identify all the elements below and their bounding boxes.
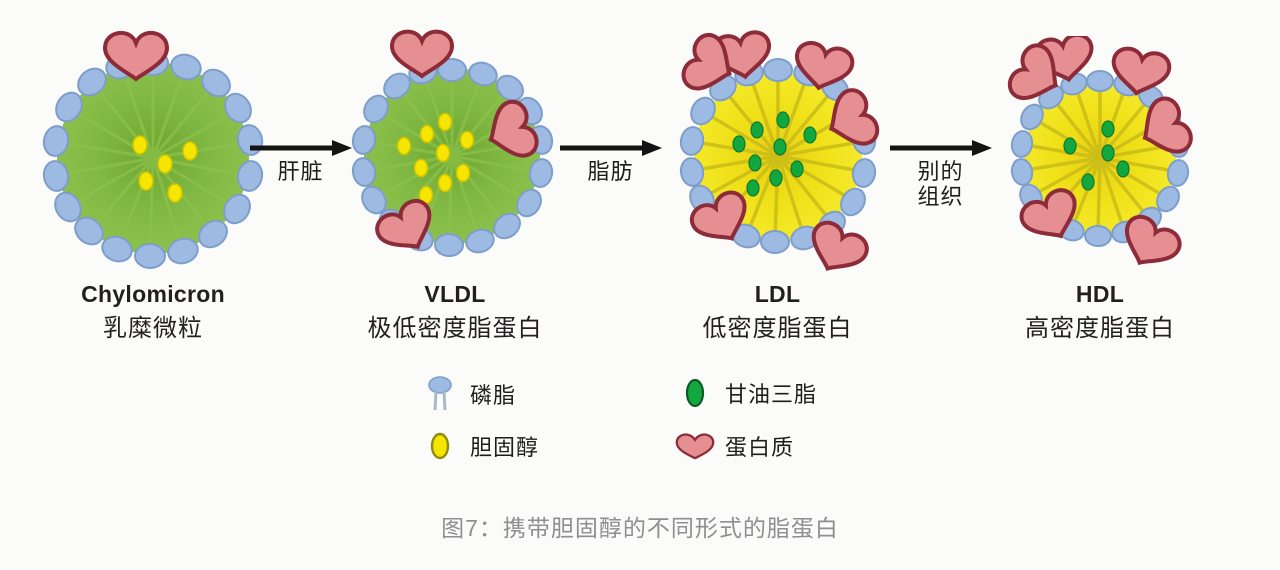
legend-label-phospholipid: 磷脂	[470, 383, 517, 408]
hdl-illustration	[975, 36, 1225, 278]
apolipoprotein-set	[681, 30, 880, 272]
arrow-liver: 肝脏	[248, 138, 353, 185]
legend-label-triglyceride: 甘油三脂	[725, 382, 818, 407]
protein-icon	[811, 220, 869, 272]
protein-icon	[828, 88, 880, 146]
cholesterol-cargo	[132, 135, 198, 203]
particle-vldl: VLDL 极低密度脂蛋白	[330, 28, 580, 344]
legend-label-protein: 蛋白质	[725, 435, 795, 460]
protein-icon	[795, 40, 855, 91]
vldl-svg	[351, 29, 554, 258]
phospholipid-heads	[351, 58, 554, 258]
legend-item-triglyceride: 甘油三脂	[675, 376, 817, 410]
ldl-name-zh: 低密度脂蛋白	[702, 315, 853, 343]
arrow-other-tissue-icon	[890, 140, 992, 156]
protein-icon	[389, 29, 455, 79]
hdl-name-zh: 高密度脂蛋白	[1025, 315, 1175, 343]
legend-item-cholesterol: 胆固醇	[420, 430, 539, 462]
protein-icon	[1019, 188, 1077, 239]
ldl-name-en: LDL	[754, 281, 801, 307]
phospholipid-icon	[420, 376, 460, 412]
arrow-fat-label: 脂肪	[587, 159, 634, 184]
protein-icon	[1142, 96, 1193, 154]
ldl-svg	[679, 30, 880, 272]
chylomicron-name-en: Chylomicron	[81, 281, 225, 307]
chylomicron-name-zh: 乳糜微粒	[103, 315, 203, 343]
protein-icon	[1111, 46, 1172, 96]
chylomicron-illustration	[18, 18, 288, 278]
apolipoprotein-set	[1007, 36, 1193, 266]
figure-caption: 图7：携带胆固醇的不同形式的脂蛋白	[441, 515, 839, 541]
particle-ldl: LDL 低密度脂蛋白	[645, 22, 910, 344]
arrow-liver-label: 肝脏	[277, 159, 324, 184]
ldl-illustration	[645, 22, 910, 278]
legend-item-protein: 蛋白质	[675, 430, 794, 462]
particle-chylomicron: Chylomicron 乳糜微粒	[18, 18, 288, 344]
vldl-name-zh: 极低密度脂蛋白	[367, 315, 543, 343]
protein-icon	[1007, 43, 1059, 100]
legend-item-phospholipid: 磷脂	[420, 376, 516, 412]
triglyceride-icon	[675, 376, 715, 410]
apolipoprotein-set	[375, 29, 539, 250]
arrow-other-tissue: 别的 组织	[888, 138, 993, 209]
vldl-illustration	[330, 28, 580, 278]
protein-icon	[1125, 214, 1182, 266]
phospholipid-monolayer	[42, 50, 264, 270]
hdl-svg	[1007, 36, 1193, 266]
protein-icon	[675, 431, 715, 461]
protein-icon	[102, 31, 170, 82]
hdl-name-en: HDL	[1075, 281, 1125, 307]
legend-label-cholesterol: 胆固醇	[470, 435, 540, 460]
particle-hdl: HDL 高密度脂蛋白	[975, 36, 1225, 344]
cholesterol-icon	[420, 431, 460, 461]
apolipoprotein-set	[102, 31, 170, 82]
chylomicron-svg	[42, 31, 264, 270]
vldl-name-en: VLDL	[424, 281, 486, 307]
triglyceride-cargo	[1063, 120, 1130, 191]
arrow-fat-icon	[560, 140, 662, 156]
phospholipid-heads	[42, 50, 264, 270]
protein-icon	[681, 32, 732, 91]
protein-icon	[689, 190, 747, 241]
cholesterol-cargo	[396, 112, 475, 205]
triglyceride-cargo	[732, 111, 817, 197]
arrow-liver-icon	[250, 140, 352, 156]
arrow-fat: 脂肪	[558, 138, 663, 185]
protein-icon	[488, 99, 539, 158]
legend: 磷脂 胆固醇 甘油三脂 蛋白质	[420, 376, 870, 476]
protein-icon	[375, 198, 432, 250]
arrow-other-tissue-label: 别的 组织	[917, 159, 964, 209]
